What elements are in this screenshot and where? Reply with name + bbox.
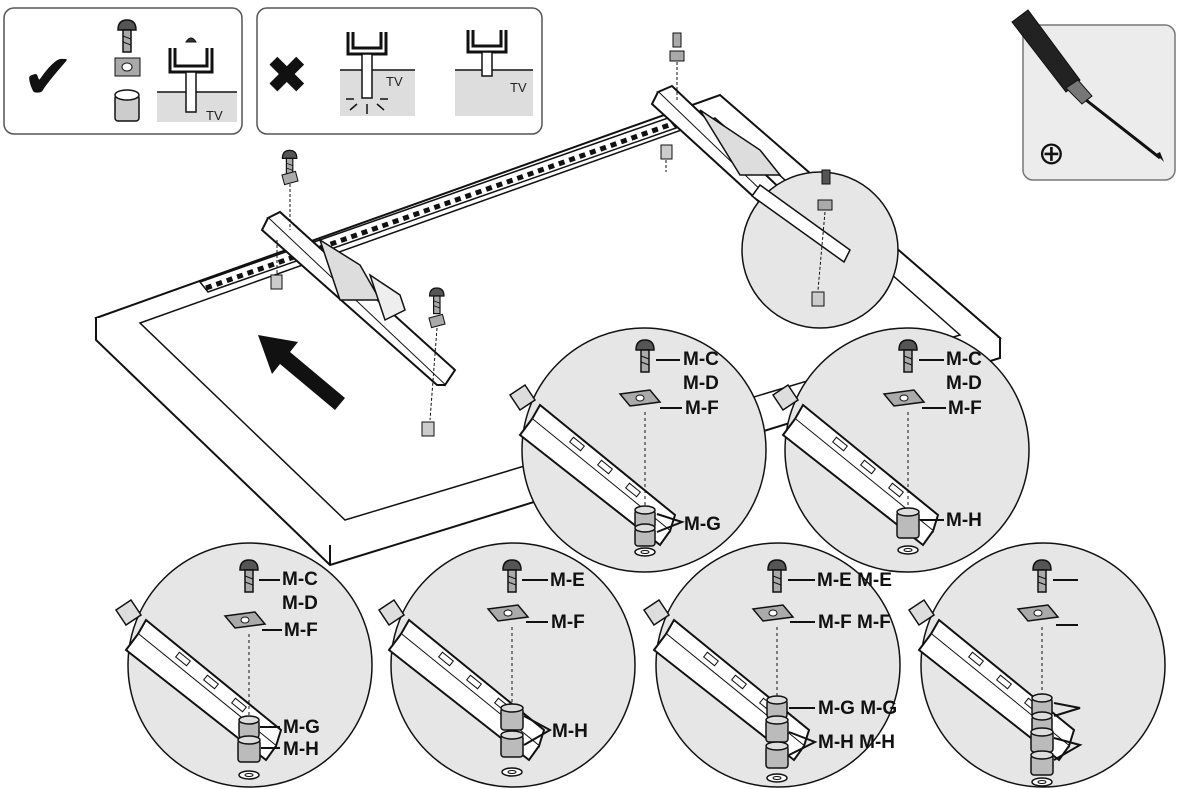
label-m-h: M-H [283,739,319,760]
check-icon: ✔ [22,40,74,113]
label-m-c: M-C [282,569,318,590]
label-m-e-pair: M-E M-E [817,570,892,591]
screw-too-long-icon: TV [340,32,415,116]
direction-arrow-icon [258,335,345,410]
tv-label: TV [510,80,527,95]
left-bracket-arm [260,149,457,437]
cross-icon: ✖ [265,46,309,106]
label-m-c: M-C [683,349,719,370]
label-m-d: M-D [683,373,719,394]
screw-too-short-icon: TV [455,30,533,116]
detail-circle-2: M-C M-D M-F M-H [772,327,1030,573]
bracket-mount-correct-icon: TV [157,37,237,123]
screwdriver-icon [1011,9,1164,162]
tv-label: TV [206,108,223,123]
tv-label: TV [386,74,403,89]
detail-circle-4: M-E M-F M-H [378,542,636,788]
label-m-f-pair: M-F M-F [818,612,891,633]
label-m-d: M-D [282,593,318,614]
label-m-f: M-F [551,612,585,633]
label-m-h: M-H [946,510,982,531]
screw-washer-icon [114,19,141,122]
detail-circle-3: M-C M-D M-F M-G M-H [115,542,373,788]
label-m-g: M-G [684,514,721,535]
label-m-f: M-F [284,620,318,641]
label-m-f: M-F [948,398,982,419]
detail-circle-1: M-C M-D M-F M-G [509,327,767,573]
incorrect-usage-panel: ✖ TV TV [256,7,543,135]
phillips-symbol-icon: ⊕ [1038,134,1065,172]
correct-usage-panel: ✔ TV [3,7,243,135]
label-m-g-pair: M-G M-G [818,698,897,719]
label-m-h-pair: M-H M-H [818,732,895,753]
label-m-g: M-G [283,717,320,738]
label-m-h: M-H [552,721,588,742]
label-m-e: M-E [550,570,585,591]
screwdriver-panel: ⊕ [1011,9,1176,181]
label-m-c: M-C [946,349,982,370]
zoom-detail-circle [741,169,899,329]
label-m-d: M-D [946,373,982,394]
detail-circle-5: M-E M-E M-F M-F M-G M-G M-H M-H [643,542,901,788]
label-m-f: M-F [685,398,719,419]
detail-circle-6 [908,542,1166,788]
